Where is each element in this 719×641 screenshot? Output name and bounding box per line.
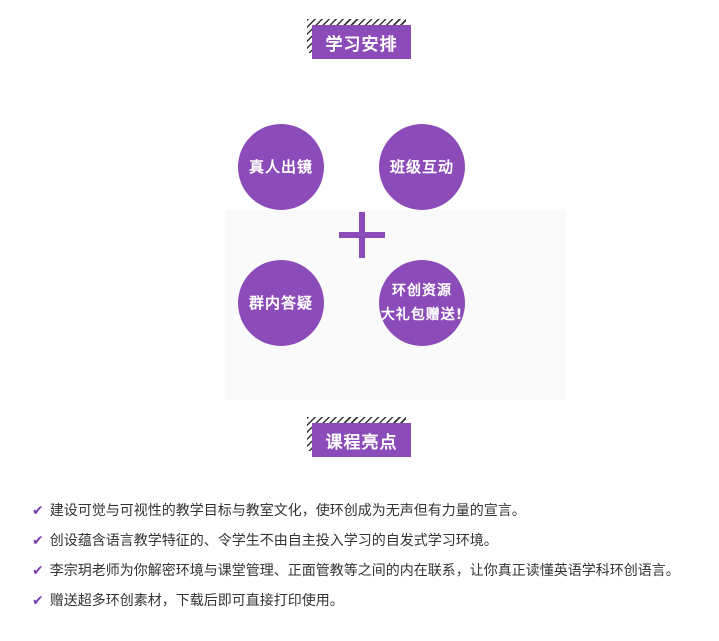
section-header-highlights: 课程亮点 [307,417,411,457]
highlights-list: ✔ 建设可觉与可视性的教学目标与教室文化，使环创成为无声但有力量的宣言。 ✔ 创设蕴… [32,496,702,616]
feature-circle: 群内答疑 [238,260,324,346]
check-icon: ✔ [32,533,44,549]
feature-label: 大礼包赠送! [380,307,464,323]
feature-label: 群内答疑 [248,294,313,312]
section-title: 课程亮点 [312,423,411,457]
section-header-schedule: 学习安排 [307,19,411,59]
list-item: ✔ 创设蕴含语言教学特征的、令学生不由自主投入学习的自发式学习环境。 [32,526,702,556]
item-text: 建设可觉与可视性的教学目标与教室文化，使环创成为无声但有力量的宣言。 [49,503,526,519]
feature-label: 班级互动 [389,158,454,176]
list-item: ✔ 建设可觉与可视性的教学目标与教室文化，使环创成为无声但有力量的宣言。 [32,496,702,526]
item-text: 创设蕴含语言教学特征的、令学生不由自主投入学习的自发式学习环境。 [49,533,498,549]
item-text: 赠送超多环创素材，下载后即可直接打印使用。 [49,593,344,609]
feature-label: 真人出镜 [248,158,313,176]
section-title: 学习安排 [312,25,411,59]
item-text: 李宗玥老师为你解密环境与课堂管理、正面管教等之间的内在联系，让你真正读懂英语学科… [49,563,680,579]
check-icon: ✔ [32,593,44,609]
feature-circle: 真人出镜 [238,124,324,210]
list-item: ✔ 赠送超多环创素材，下载后即可直接打印使用。 [32,586,702,616]
feature-circle: 班级互动 [379,124,465,210]
feature-circle: 环创资源大礼包赠送! [379,260,465,346]
plus-icon [359,212,365,258]
list-item: ✔ 李宗玥老师为你解密环境与课堂管理、正面管教等之间的内在联系，让你真正读懂英语学… [32,556,702,586]
check-icon: ✔ [32,563,44,579]
feature-label: 环创资源 [392,283,452,299]
check-icon: ✔ [32,503,44,519]
